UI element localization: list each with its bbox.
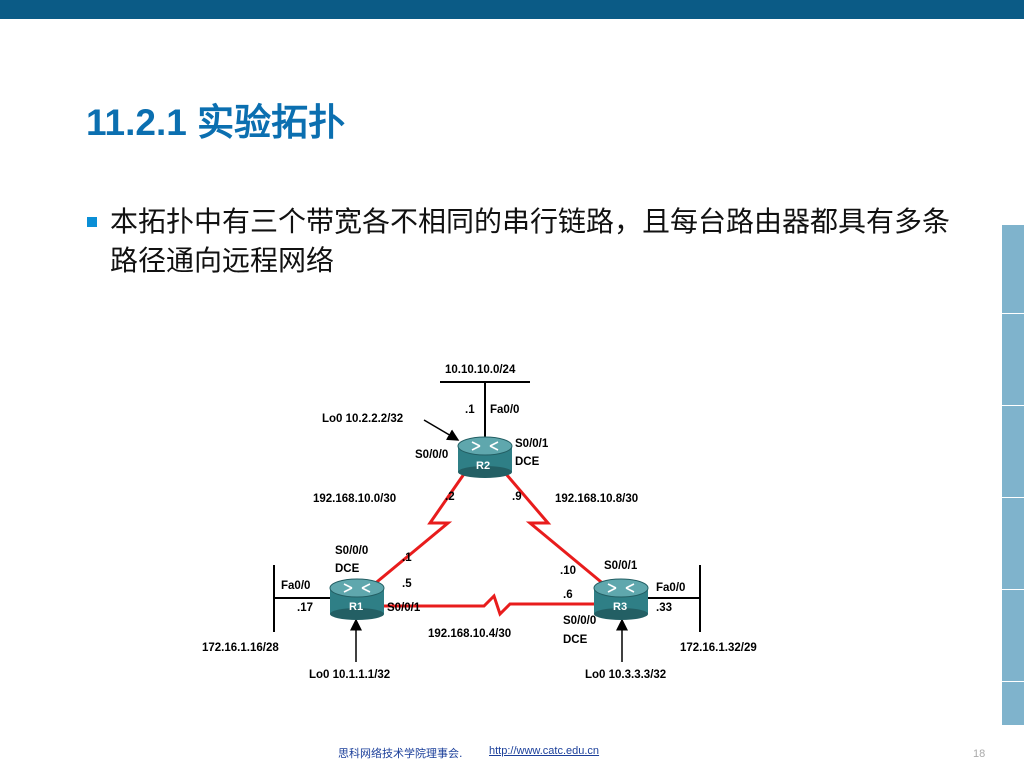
r2-fa-ip-label: .1 — [465, 404, 475, 416]
router-r1: R1 — [329, 578, 385, 620]
serial-link-r1-r3 — [376, 593, 600, 617]
r2-lan-label: 10.10.10.0/24 — [445, 364, 516, 376]
r1-fa-label: Fa0/0 — [281, 580, 310, 592]
r3-s001-label: S0/0/1 — [604, 560, 638, 572]
r3-loopback-label: Lo0 10.3.3.3/32 — [585, 669, 666, 681]
r3-fa-ip-label: .33 — [656, 602, 672, 614]
side-strip — [1002, 405, 1024, 406]
footer-organization: 思科网络技术学院理事会. — [338, 747, 463, 760]
r1-s001-ip-label: .5 — [402, 578, 412, 590]
r1-fa-ip-label: .17 — [297, 602, 313, 614]
page-number: 18 — [973, 748, 986, 760]
side-strip — [1002, 589, 1024, 590]
r2-loopback-arrow — [423, 419, 460, 441]
footer-link[interactable]: http://www.catc.edu.cn — [489, 745, 600, 757]
serial-link-r2-r3 — [504, 473, 607, 588]
r3-s000-ip-label: .6 — [563, 589, 573, 601]
side-strip — [1002, 313, 1024, 314]
router-r2: R2 — [457, 436, 513, 478]
r3-lan-label: 172.16.1.32/29 — [680, 642, 757, 654]
r2-s001-ip-label: .9 — [512, 491, 522, 503]
bullet-text: 本拓扑中有三个带宽各不相同的串行链路，且每台路由器都具有多条路径通向远程网络 — [110, 205, 951, 277]
r1-s000-ip-label: .1 — [402, 552, 412, 564]
r1-s000-label: S0/0/0 — [335, 545, 368, 557]
net-r2-r3-label: 192.168.10.8/30 — [555, 493, 638, 505]
router-label: R2 — [476, 460, 490, 472]
net-r1-r2-label: 192.168.10.0/30 — [313, 493, 396, 505]
r1-lan-label: 172.16.1.16/28 — [202, 642, 279, 654]
r2-s000-ip-label: .2 — [445, 491, 455, 503]
side-strip — [1002, 681, 1024, 682]
r1-s001-label: S0/0/1 — [387, 602, 421, 614]
r2-fa-label: Fa0/0 — [490, 404, 519, 416]
serial-link-r1-r2 — [371, 473, 466, 588]
r3-dce-label: DCE — [563, 634, 588, 646]
r2-s000-label: S0/0/0 — [415, 449, 448, 461]
r3-s000-label: S0/0/0 — [563, 615, 596, 627]
slide-title: 11.2.1 实验拓扑 — [86, 102, 346, 143]
r1-loopback-label: Lo0 10.1.1.1/32 — [309, 669, 390, 681]
bullet-square-icon — [87, 217, 97, 227]
r2-dce-label: DCE — [515, 456, 540, 468]
side-decoration — [1002, 225, 1024, 725]
top-banner — [0, 0, 1024, 19]
r2-loopback-label: Lo0 10.2.2.2/32 — [322, 413, 403, 425]
r1-dce-label: DCE — [335, 563, 360, 575]
net-r1-r3-label: 192.168.10.4/30 — [428, 628, 511, 640]
router-label: R1 — [349, 601, 363, 613]
r3-fa-label: Fa0/0 — [656, 582, 685, 594]
r3-s001-ip-label: .10 — [560, 565, 576, 577]
r2-s001-label: S0/0/1 — [515, 438, 549, 450]
side-strip — [1002, 497, 1024, 498]
router-label: R3 — [613, 601, 627, 613]
router-r3: R3 — [593, 578, 649, 620]
